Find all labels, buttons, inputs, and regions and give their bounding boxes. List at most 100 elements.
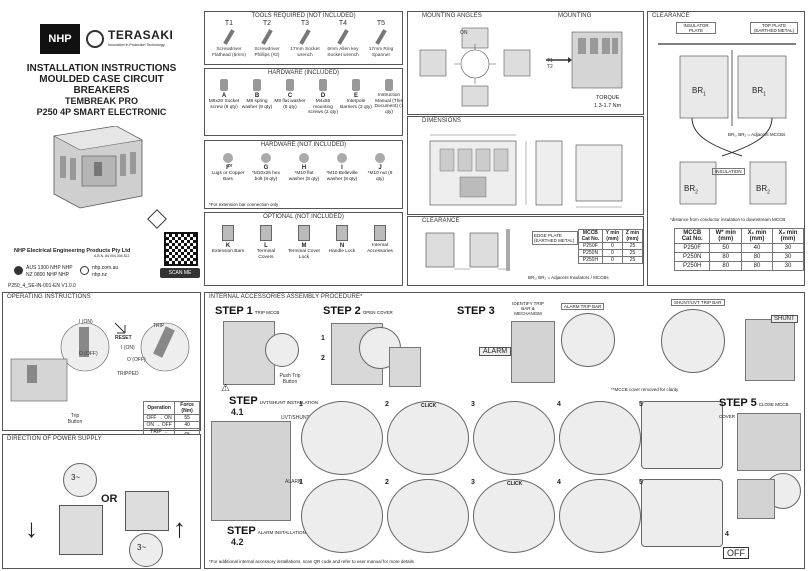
hardware-icon — [352, 79, 360, 91]
table-cell: 30 — [771, 243, 805, 253]
torque-value: 1.3-1.7 Nm — [594, 103, 622, 109]
scan-me-label: SCAN ME — [168, 270, 192, 276]
step42-num-3: 3 — [471, 479, 475, 486]
terasaki-tagline: Innovation in Protection Technology — [108, 43, 165, 47]
tool-desc: 17mm Socket wrench — [290, 47, 320, 58]
nhp-logo: NHP — [40, 24, 80, 54]
hardware-desc: M8 spring washer (8 qty) — [241, 99, 273, 110]
table-cell: 30 — [771, 261, 805, 271]
company-abn: A.B.N. 84 004 304 812 — [94, 254, 130, 258]
operating-drawing — [7, 303, 197, 403]
power-top-source-icon — [63, 463, 97, 497]
hardware-desc: M8 flat washer (8 qty) — [274, 99, 306, 110]
trip-label: TRIP — [153, 323, 165, 329]
mounting-angles-title: MOUNTING ANGLES — [422, 13, 482, 19]
table-cell: 80 — [741, 261, 773, 271]
hardware-key: F — [226, 165, 230, 171]
br1-right-text: BR — [752, 86, 764, 95]
hardware-icon — [375, 153, 385, 163]
on-label-2: I (ON) — [121, 345, 135, 351]
optional-icon — [298, 225, 310, 241]
step42-num: 4.2 — [231, 537, 244, 547]
table-header-cell: Y min (mm) — [601, 229, 623, 243]
off-label-2: O (OFF) — [127, 357, 146, 363]
hardware-icon — [223, 153, 233, 163]
tool-key: T2 — [262, 20, 272, 27]
clearance-drawing — [652, 36, 802, 206]
qr-code[interactable] — [164, 232, 198, 266]
clearance-small-title: CLEARANCE — [422, 218, 460, 224]
table-header-row: MCCB Cat No.W* min (mm)X₁ min (mm)X₂ min… — [673, 228, 805, 244]
breaker-top-icon — [59, 505, 103, 555]
table-cell: 25 — [621, 242, 644, 250]
web-au[interactable]: nhp.com.au — [92, 265, 119, 271]
table-header-cell: Operation — [142, 401, 176, 415]
tool-desc: Screwdriver Flathead (5mm) — [212, 47, 246, 58]
terasaki-icon — [86, 30, 104, 48]
warning-icon: ⚠ — [221, 383, 230, 394]
scan-me-badge[interactable]: SCAN ME — [160, 268, 200, 278]
br1-top-label: BR1 — [692, 86, 706, 98]
br2-bottom-label: BR2 — [684, 184, 698, 196]
arrow-down-icon: ↓ — [25, 513, 38, 543]
optional-desc: Extension Bars — [211, 249, 245, 254]
adjacent-label: BR₁, BR₂ = Adjacent MCCBs — [728, 132, 786, 137]
shunt-tag: SHUNT — [771, 315, 798, 323]
table-cell: P250F — [578, 242, 603, 250]
tool-4-icon — [337, 29, 349, 45]
hardware-item: J*M10 nut (8 qty) — [363, 153, 397, 182]
hardware-key: G — [263, 165, 269, 171]
step41-detail-2 — [387, 401, 469, 475]
step5-breaker-b — [737, 479, 775, 519]
hardware-icon — [299, 153, 309, 163]
doc-reference: P250_4_SE-IN-001-EN V1.0.0 — [8, 283, 76, 289]
table-header-cell: Z min (mm) — [621, 229, 644, 243]
clearance-small-panel: CLEARANCE EDGE PLATE (EARTHED METAL) MCC… — [407, 216, 644, 286]
breaker-illustration — [46, 125, 146, 210]
dimensions-drawing — [426, 127, 636, 212]
hardware-icon — [337, 153, 347, 163]
table-cell: P250N — [673, 252, 711, 262]
hardware-key: D — [320, 93, 326, 99]
web-nz[interactable]: nhp.nz — [92, 272, 108, 278]
mounting-angles-diagram — [416, 24, 536, 112]
step41-num-3: 3 — [471, 401, 475, 408]
hardware-icon — [286, 79, 294, 91]
hardware-not-included-title: HARDWARE (NOT included) — [260, 142, 347, 148]
hardware-item: G*M10x25 hex bolt (8 qty) — [249, 153, 283, 182]
mounting-t1-label: T1 — [547, 58, 553, 64]
step42-sub: ALARM INSTALLATION — [257, 530, 306, 535]
operating-title: OPERATING INSTRUCTIONS — [7, 294, 91, 300]
step2-label: STEP 2 — [323, 305, 361, 317]
power-top-sym: 3~ — [71, 473, 81, 482]
hardware-key: B — [254, 93, 260, 99]
table-cell: ON → OFF — [142, 421, 176, 429]
alarm-trip-bar-label: ALARM TRIP BAR — [561, 303, 605, 310]
table-header-row: MCCB Cat No.Y min (mm)Z min (mm) — [578, 229, 644, 243]
step41-num-1: 1 — [299, 401, 303, 408]
doc-title-line4: TEMBREAK PRO — [64, 96, 138, 106]
mounting-diagram — [542, 26, 640, 94]
operating-panel: OPERATING INSTRUCTIONS I (ON) O (OFF) O … — [2, 292, 201, 442]
hardware-icon — [253, 79, 261, 91]
mounting-on-label: ON — [460, 30, 468, 36]
power-bottom-sym: 3~ — [137, 543, 147, 552]
step5-sub: CLOSE MCCB COVER — [719, 402, 789, 419]
table-cell: 30 — [771, 252, 805, 262]
rcm-mark-icon — [147, 209, 167, 229]
step41-num-5: 5 — [639, 401, 643, 408]
optional-desc: Handle Lock — [328, 249, 356, 254]
step5-label: STEP 5 — [719, 397, 757, 409]
